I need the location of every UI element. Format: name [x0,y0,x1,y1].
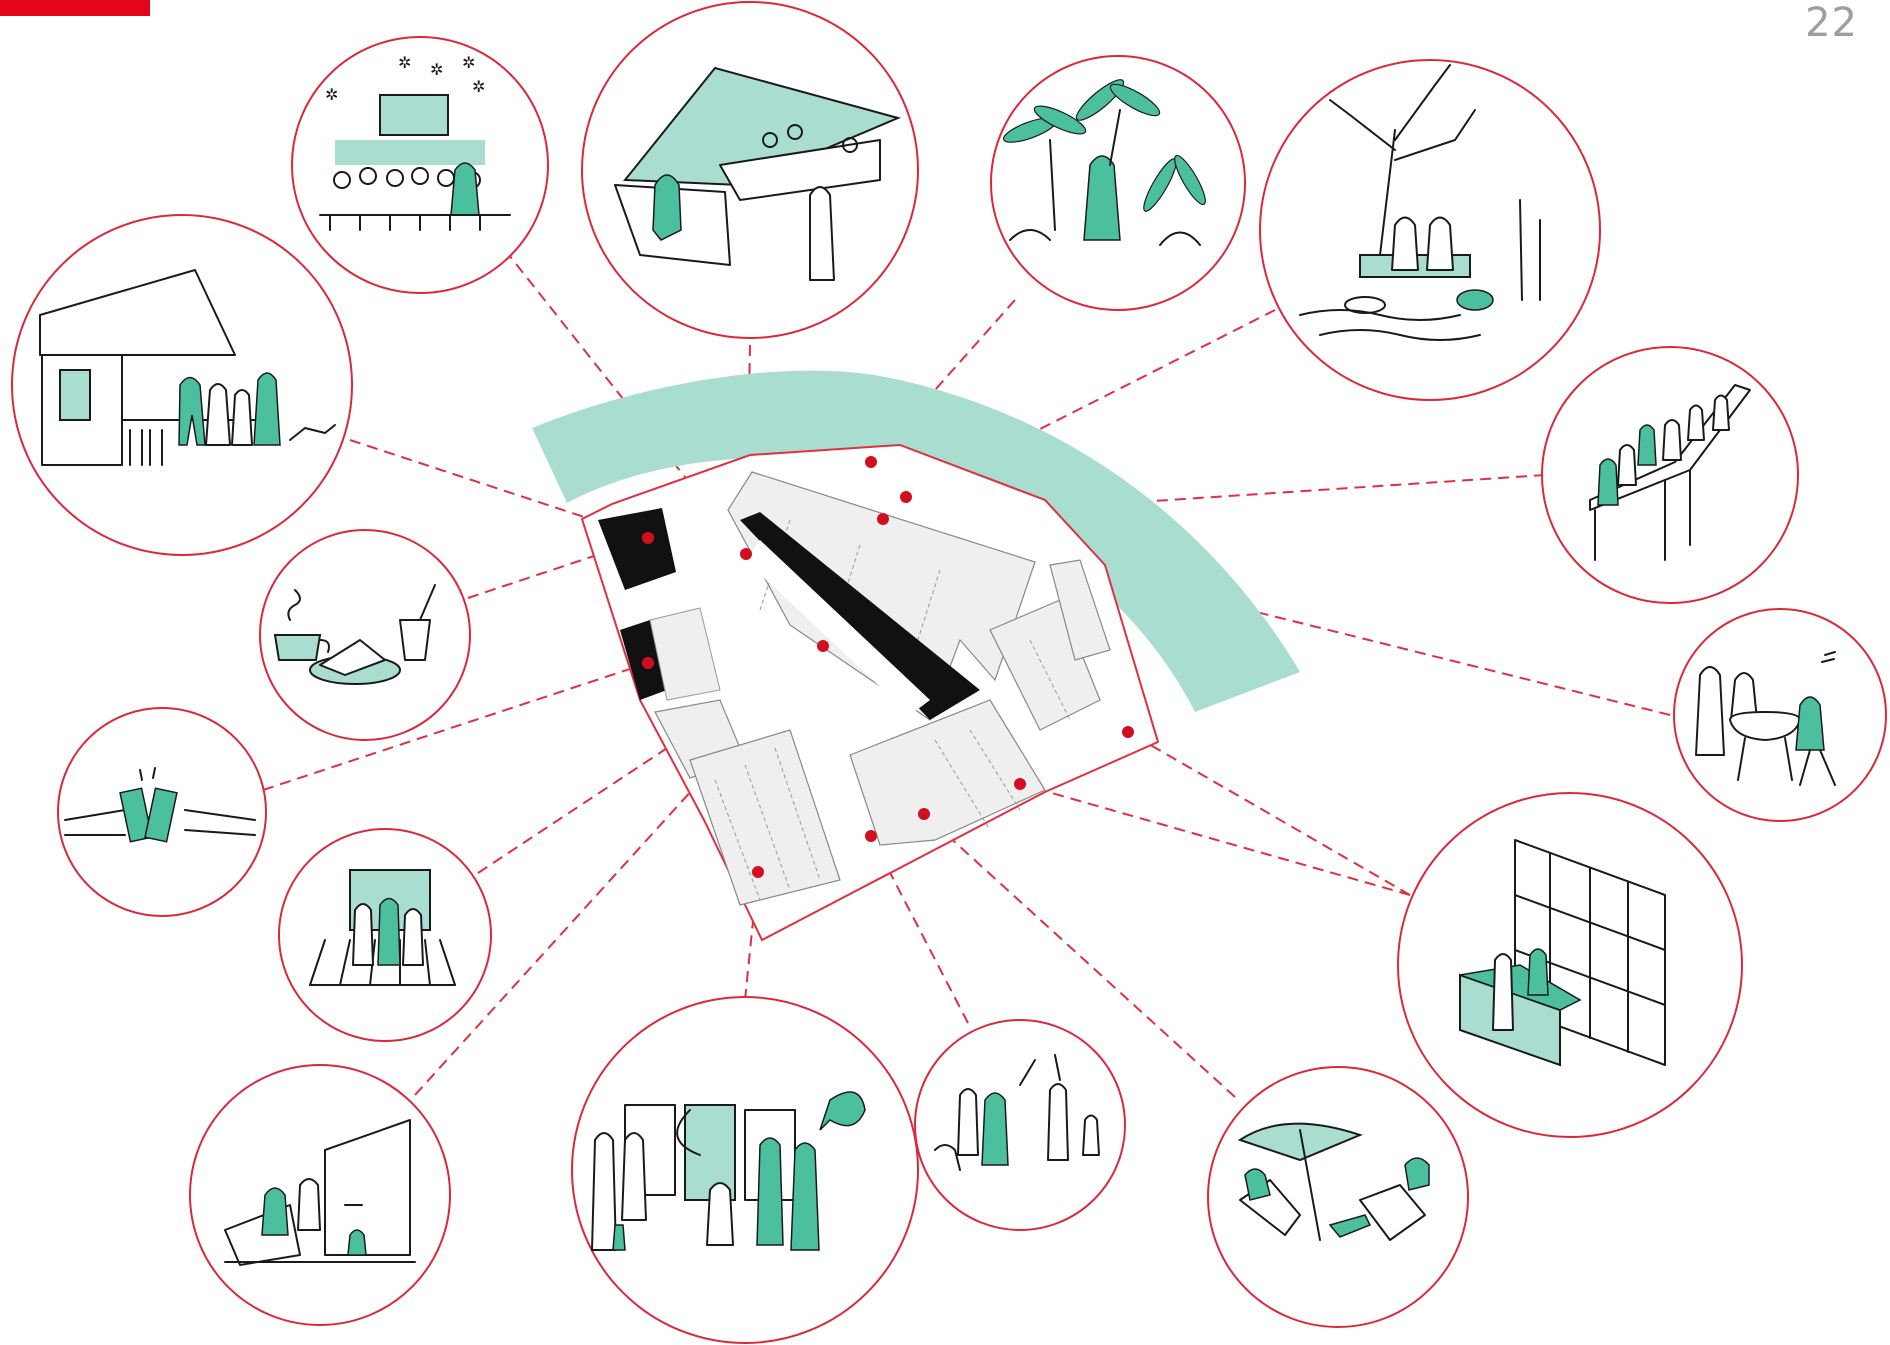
terrace-seating-sketch-icon [581,1,919,339]
exhibition-boards-sketch-icon [571,996,919,1344]
cafe-block [598,508,676,590]
kids-play-sketch-icon [189,1064,451,1326]
svg-text:✲: ✲ [325,87,338,104]
site-plan [532,370,1300,942]
svg-text:✲: ✲ [398,55,411,72]
brand-logo [0,0,150,16]
black-courtyard [740,512,980,720]
site-markers [642,456,1134,878]
umbrella-deckchairs-sketch-icon [1207,1066,1469,1328]
waving-people-sketch-icon [914,1019,1126,1231]
shelf-counter-sketch-icon [1397,792,1743,1138]
tree-bench-sketch-icon [1259,59,1601,401]
stage-performance-sketch-icon [278,828,492,1042]
toast-bottles-sketch-icon [57,707,267,917]
coffee-cake-sketch-icon [259,529,471,741]
long-table-dinner-sketch-icon [1541,346,1799,604]
svg-text:✲: ✲ [430,62,443,79]
cinema-crowd-sketch-icon: ✲ ✲ ✲ ✲ ✲ [291,36,549,294]
river-band [532,370,1300,712]
outdoor-bar-sketch-icon [11,214,353,556]
svg-text:✲: ✲ [462,55,475,72]
svg-text:✲: ✲ [472,79,485,96]
barbecue-sketch-icon [1673,608,1887,822]
page-number: 22 [1805,0,1858,46]
plants-sketch-icon [990,55,1246,311]
